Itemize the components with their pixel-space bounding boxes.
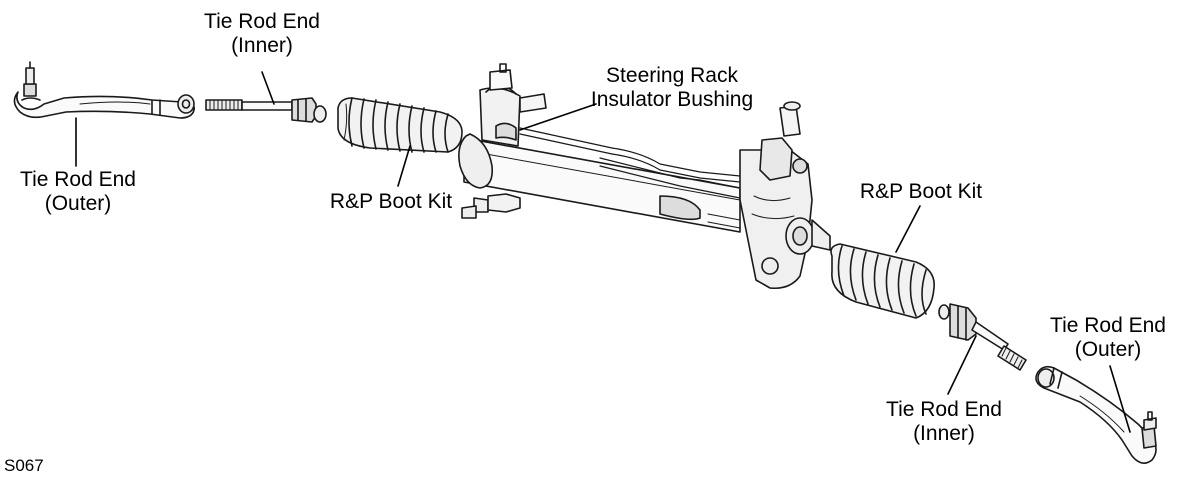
leader-lines <box>75 71 1131 433</box>
label-tie-rod-end-inner-left: Tie Rod End (Inner) <box>204 10 320 57</box>
figure-code: S067 <box>4 456 44 475</box>
leader-tie-rod-inner-right <box>947 335 977 395</box>
tie-rod-end-inner-left <box>206 98 326 122</box>
label-steering-rack-insulator-bushing: Steering Rack Insulator Bushing <box>590 64 754 111</box>
leader-insulator-bushing <box>519 103 597 131</box>
tie-rod-end-inner-right <box>939 304 1026 370</box>
label-rp-boot-kit-right: R&P Boot Kit <box>859 180 983 203</box>
tie-rod-end-outer-right <box>1036 367 1156 464</box>
tie-rod-end-outer-left <box>14 62 194 118</box>
leader-boot-right <box>895 205 921 253</box>
label-tie-rod-end-outer-left: Tie Rod End (Outer) <box>20 168 136 215</box>
leader-boot-left <box>397 145 411 187</box>
steering-rack-housing <box>459 64 830 288</box>
label-rp-boot-kit-left: R&P Boot Kit <box>329 190 453 213</box>
label-tie-rod-end-outer-right: Tie Rod End (Outer) <box>1050 314 1166 361</box>
leader-tie-rod-outer-right <box>1109 365 1131 433</box>
rack-boot-left <box>338 98 462 152</box>
leader-tie-rod-inner-left <box>261 71 275 105</box>
rack-boot-right <box>831 244 934 318</box>
label-tie-rod-end-inner-right: Tie Rod End (Inner) <box>886 398 1002 445</box>
